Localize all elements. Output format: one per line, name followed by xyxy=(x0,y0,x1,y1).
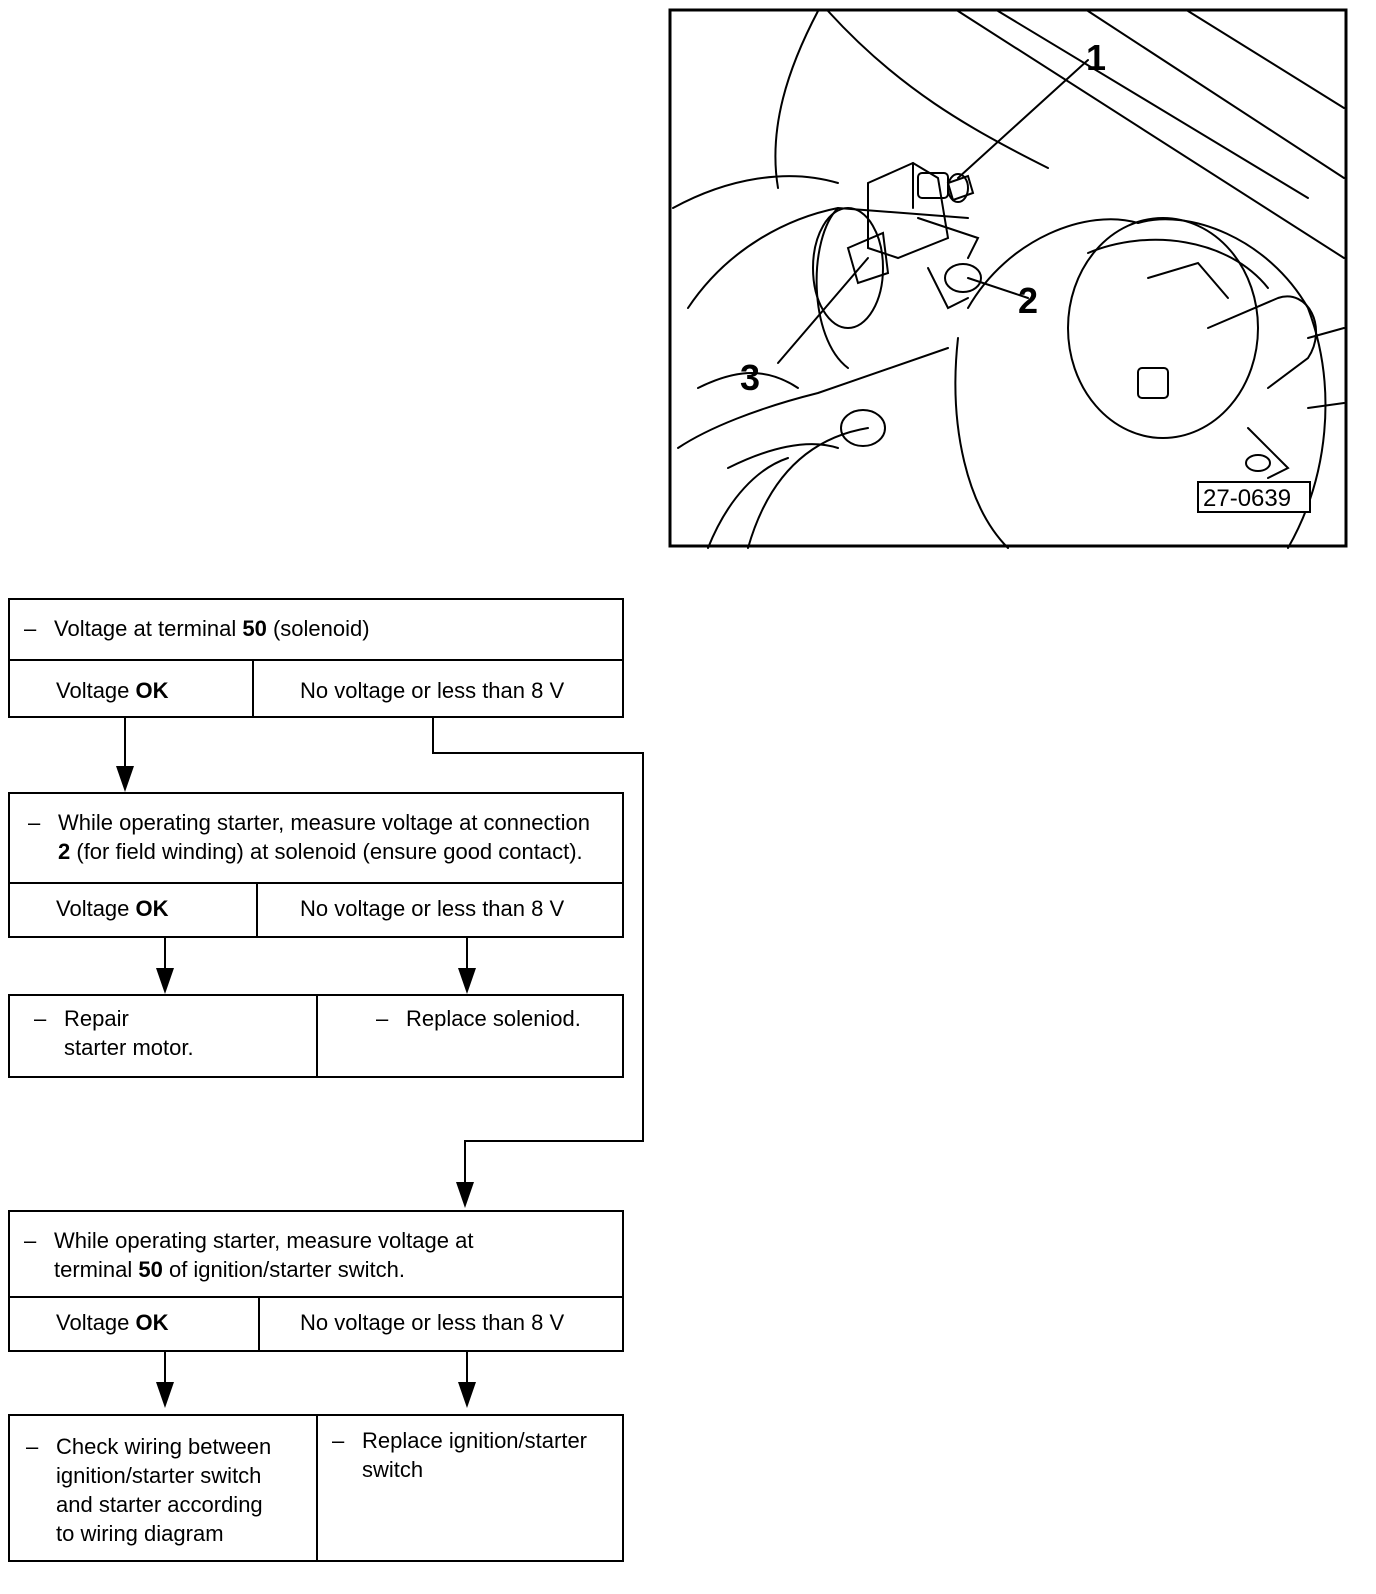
callout-2: 2 xyxy=(1018,280,1038,321)
step3-fail-label: No voltage or less than 8 V xyxy=(300,1310,565,1335)
arrow-step3-ok xyxy=(156,1382,174,1408)
replace-solenoid-text: –Replace soleniod. xyxy=(376,1006,581,1031)
step3-header: –While operating starter, measure voltag… xyxy=(24,1228,474,1282)
arrow-step2-fail xyxy=(458,968,476,994)
step3-results-box: –Check wiring between ignition/starter s… xyxy=(8,1414,624,1562)
step3-box: –While operating starter, measure voltag… xyxy=(8,1210,624,1352)
arrow-step1-fail xyxy=(456,1182,474,1208)
step2-ok-label: Voltage OK xyxy=(56,896,169,921)
step2-box: –While operating starter, measure voltag… xyxy=(8,792,624,938)
check-wiring-text: –Check wiring between ignition/starter s… xyxy=(26,1434,272,1546)
step1-header: –Voltage at terminal 50 (solenoid) xyxy=(24,616,370,641)
arrow-step1-ok xyxy=(116,766,134,792)
starter-solenoid-illustration: 1 2 3 27-0639 xyxy=(668,8,1368,558)
replace-ignition-switch-text: –Replace ignition/starter switch xyxy=(332,1428,588,1482)
step2-fail-label: No voltage or less than 8 V xyxy=(300,896,565,921)
step1-box: –Voltage at terminal 50 (solenoid) Volta… xyxy=(8,598,624,718)
arrow-step2-ok xyxy=(156,968,174,994)
step1-ok-label: Voltage OK xyxy=(56,678,169,703)
step1-fail-label: No voltage or less than 8 V xyxy=(300,678,565,703)
step2-results-box: –Repair starter motor. –Replace soleniod… xyxy=(8,994,624,1078)
figure-id-label: 27-0639 xyxy=(1203,485,1291,512)
step3-ok-label: Voltage OK xyxy=(56,1310,169,1335)
callout-3: 3 xyxy=(740,357,760,398)
arrow-step3-fail xyxy=(458,1382,476,1408)
callout-1: 1 xyxy=(1086,37,1106,78)
step2-header: –While operating starter, measure voltag… xyxy=(28,810,590,864)
repair-starter-motor-text: –Repair starter motor. xyxy=(34,1006,194,1060)
